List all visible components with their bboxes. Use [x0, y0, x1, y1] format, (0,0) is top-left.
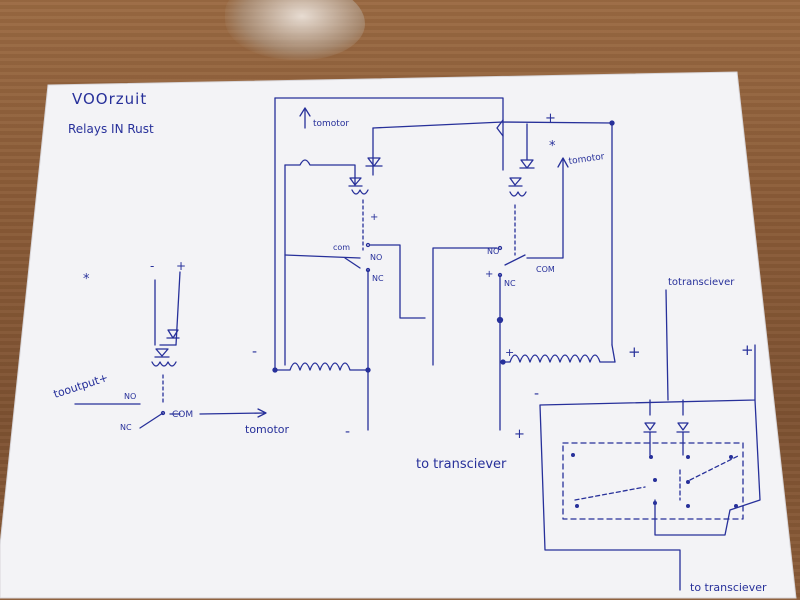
plus-coil: +: [505, 346, 514, 359]
paper-outline: [0, 71, 797, 599]
plus-small: +: [176, 259, 186, 273]
plus-bottom: +: [514, 427, 525, 442]
label-nc-right: NC: [504, 279, 516, 288]
label-com-right: COM: [536, 265, 555, 274]
plus-right-coil: +: [628, 343, 641, 361]
minus-module: -: [534, 386, 539, 402]
label-com-small: COM: [172, 410, 193, 420]
label-to-transceiver-top-right: totransciever: [668, 277, 735, 288]
minus-left: -: [252, 344, 257, 360]
transceiver-relay-module: [539, 289, 761, 591]
asterisk-right: *: [549, 139, 556, 154]
label-no-right: NO: [487, 247, 499, 256]
page-subtitle: Relays IN Rust: [68, 122, 154, 136]
module-contacts: [571, 453, 738, 508]
main-relay-circuit: [272, 97, 616, 431]
label-to-motor-bottom: tomotor: [245, 423, 290, 436]
label-nc-left: NC: [372, 274, 384, 283]
plus-top: +: [545, 111, 556, 126]
label-no-small: NO: [124, 392, 136, 401]
minus-bottom: -: [345, 424, 350, 440]
label-to-motor-top: tomotor: [313, 119, 349, 129]
plastic-bag: [225, 0, 365, 60]
plus-left-relay: +: [370, 212, 378, 223]
small-relay-sketch: [74, 271, 267, 429]
plus-right-relay: +: [485, 269, 493, 280]
minus-small: -: [150, 259, 154, 273]
label-to-transceiver-bottom: to transciever: [416, 457, 507, 472]
page-title: VOOrzuit: [72, 90, 147, 108]
label-to-transceiver-lower-right: to transciever: [690, 581, 767, 594]
plus-module: +: [741, 341, 754, 359]
label-com-left: com: [333, 243, 350, 252]
label-nc-small: NC: [120, 423, 132, 432]
asterisk-left: *: [83, 272, 90, 287]
label-no-left: NO: [370, 253, 382, 262]
